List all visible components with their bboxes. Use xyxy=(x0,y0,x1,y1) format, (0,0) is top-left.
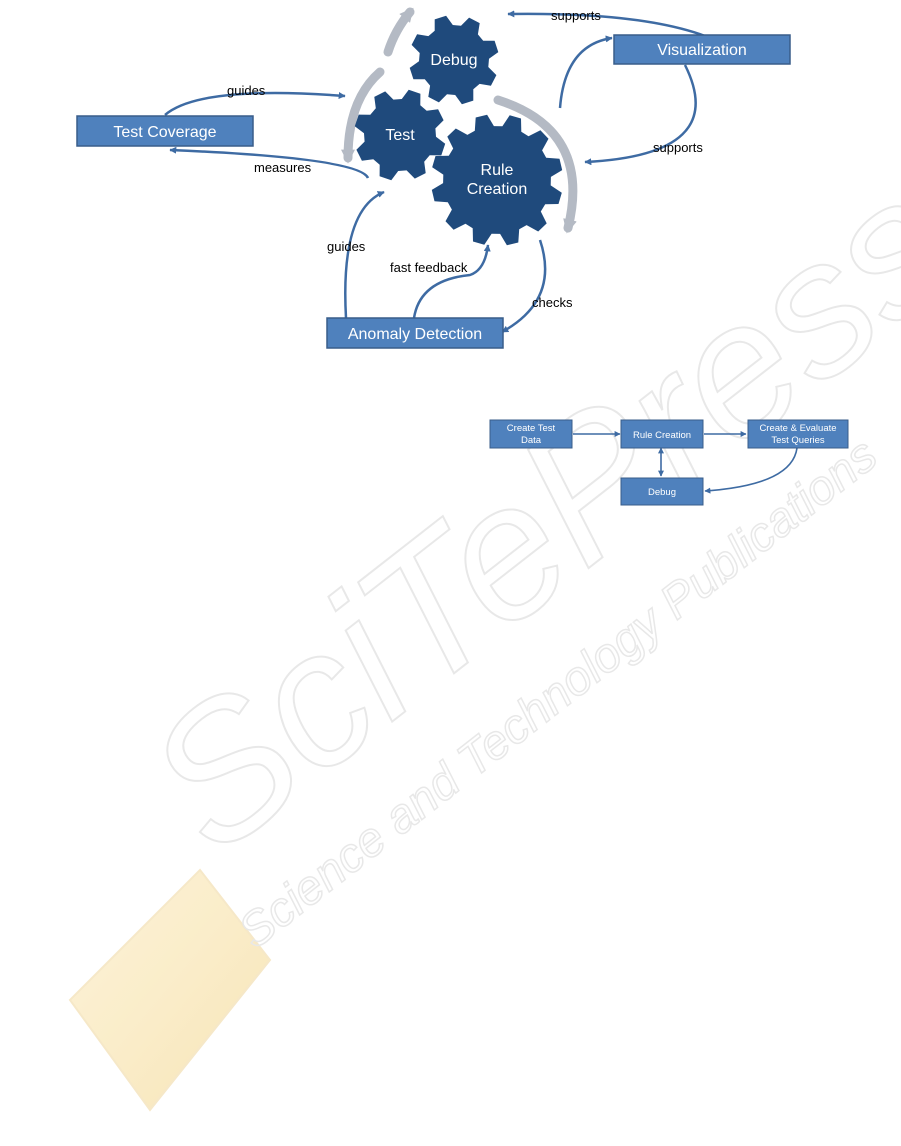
fig2-rule-creation-label: Rule Creation xyxy=(633,430,691,441)
gear-test-label: Test xyxy=(385,127,415,144)
fig2-create-evaluate-line1: Create & Evaluate xyxy=(759,423,836,434)
visualization-label: Visualization xyxy=(657,42,747,59)
gear-rule-creation-icon xyxy=(432,115,562,245)
cycle-arrow-test-to-debug xyxy=(388,12,410,52)
gear-rule-creation-label-line2: Creation xyxy=(467,181,527,198)
test-coverage-label: Test Coverage xyxy=(113,124,216,141)
label-fast-feedback: fast feedback xyxy=(390,260,468,275)
gear-debug-label: Debug xyxy=(430,52,477,69)
arrow-anomaly-guides-test xyxy=(345,192,384,318)
anomaly-detection-box: Anomaly Detection xyxy=(327,318,503,348)
arrow-anomaly-feedback-rule xyxy=(414,245,488,318)
label-guides-bottom: guides xyxy=(327,239,366,254)
fig2-create-evaluate-line2: Test Queries xyxy=(771,435,825,446)
fig2-debug-box: Debug xyxy=(621,478,703,505)
fig2-create-evaluate-box: Create & Evaluate Test Queries xyxy=(748,420,848,448)
fig2-create-test-data-box: Create Test Data xyxy=(490,420,572,448)
watermark: SciTePress Science and Technology Public… xyxy=(70,138,901,1110)
fig2-debug-label: Debug xyxy=(648,487,676,498)
fig2-create-test-data-line1: Create Test xyxy=(507,423,556,434)
arrow-visualization-supports-debug xyxy=(508,14,705,36)
arrow-rule-checks-anomaly xyxy=(502,240,545,332)
label-checks: checks xyxy=(532,295,573,310)
arrow-rule-to-visualization xyxy=(560,38,612,108)
watermark-logo-icon xyxy=(70,870,270,1110)
anomaly-detection-label: Anomaly Detection xyxy=(348,326,482,343)
fig2-create-test-data-line2: Data xyxy=(521,435,542,446)
label-supports-right: supports xyxy=(653,140,703,155)
label-guides-top: guides xyxy=(227,83,266,98)
label-supports-top: supports xyxy=(551,8,601,23)
fig2-rule-creation-box: Rule Creation xyxy=(621,420,703,448)
visualization-box: Visualization xyxy=(614,35,790,64)
gear-rule-creation-label-line1: Rule xyxy=(481,162,514,179)
label-measures: measures xyxy=(254,160,312,175)
test-coverage-box: Test Coverage xyxy=(77,116,253,146)
